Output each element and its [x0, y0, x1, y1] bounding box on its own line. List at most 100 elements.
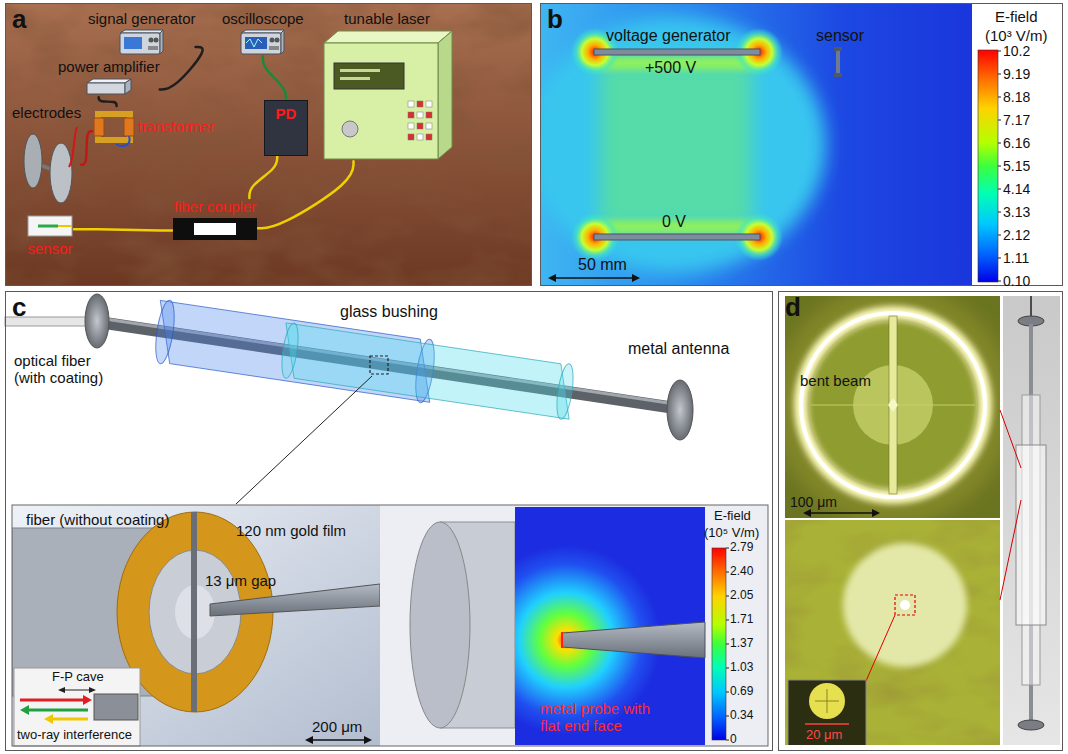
micrograph — [801, 313, 985, 497]
device-icon — [85, 77, 133, 97]
icon-part — [153, 38, 158, 43]
field-simulation — [12, 505, 768, 746]
sensor-assembly — [667, 380, 693, 440]
part-label: sensor — [27, 240, 72, 257]
panel-frame: asignal generatoroscilloscopetunable las… — [5, 3, 532, 286]
dimension-label: 13 μm gap — [205, 572, 276, 589]
field-map — [834, 73, 842, 77]
field-map — [594, 49, 760, 55]
device-photo — [1018, 720, 1044, 730]
icon-part — [269, 38, 274, 43]
signal-cable — [160, 47, 203, 89]
icon-part — [438, 31, 452, 159]
axis-unit: (10⁵ V/m) — [704, 526, 759, 541]
micrograph — [866, 615, 895, 681]
icon-part — [148, 46, 158, 50]
icon-part — [269, 46, 279, 50]
voltage-value: +500 V — [645, 59, 696, 77]
icon-part — [50, 143, 72, 203]
axis-title: E-field — [714, 509, 751, 524]
tick-value: 7.17 — [1003, 112, 1030, 128]
detector-box: PD — [264, 100, 308, 156]
tick-value: 2.05 — [730, 589, 753, 603]
interference-inset — [14, 668, 140, 746]
interference-inset — [44, 714, 53, 724]
tick-value: 10.2 — [1003, 43, 1030, 59]
scale-bar — [305, 736, 313, 744]
tick-value: 9.19 — [1003, 66, 1030, 82]
icon-part — [87, 79, 131, 83]
zoom-view — [12, 505, 380, 746]
icon-part — [426, 134, 432, 140]
icon-part — [324, 31, 452, 43]
interference-inset — [14, 668, 140, 746]
icon-part — [426, 101, 432, 107]
micrograph — [785, 520, 1000, 745]
tick-value: 2.12 — [1003, 227, 1030, 243]
tick-value: 3.13 — [1003, 204, 1030, 220]
micrograph — [889, 316, 897, 494]
tick-value: 5.15 — [1003, 158, 1030, 174]
scale-bar — [311, 739, 366, 741]
scale-bar — [548, 274, 556, 282]
scale-bar — [364, 736, 372, 744]
interference-inset — [52, 718, 88, 721]
device-photo — [1000, 410, 1021, 468]
scale-bar — [548, 274, 640, 282]
instrument-box: oscilloscope — [222, 10, 304, 56]
field-map — [600, 62, 752, 226]
icon-part — [124, 37, 142, 49]
sensor-assembly — [286, 323, 569, 419]
scale-bar — [803, 509, 811, 517]
interference-inset — [83, 695, 92, 705]
device-icon — [172, 217, 258, 241]
interference-inset — [89, 687, 96, 693]
micrograph — [785, 520, 1000, 745]
icon-part — [245, 37, 267, 49]
icon-part — [116, 136, 130, 146]
icon-part — [408, 101, 414, 107]
icon-part — [28, 216, 72, 236]
zoom-view — [12, 505, 380, 746]
part-label: bent beam — [800, 372, 871, 389]
icon-part — [274, 38, 279, 43]
instrument-box: signal generator — [88, 10, 196, 56]
icon-part — [124, 118, 134, 136]
micrograph — [843, 543, 967, 667]
electrode-pair: electrodes — [12, 104, 81, 205]
icon-part — [69, 127, 77, 167]
panel-letter: d — [785, 294, 1056, 321]
optical-fiber — [249, 156, 277, 198]
part-label: metal antenna — [628, 340, 729, 358]
device-icon — [26, 214, 74, 238]
icon-part — [334, 63, 404, 89]
device-photo — [1000, 500, 1021, 600]
interference-inset — [58, 687, 65, 693]
scale-bar — [305, 736, 372, 744]
device-icon — [118, 29, 166, 56]
scale-bar — [872, 509, 880, 517]
icon-part — [417, 112, 423, 118]
part-label: electrodes — [12, 104, 81, 121]
part-label: transformer — [138, 118, 215, 135]
device-photo — [1003, 296, 1060, 745]
field-simulation — [562, 622, 705, 658]
sensor-assembly — [85, 294, 109, 348]
tick-value: 1.71 — [730, 613, 753, 627]
part-label: oscilloscope — [222, 10, 304, 27]
zoom-view — [191, 512, 197, 712]
field-simulation — [380, 505, 768, 746]
micrograph — [805, 723, 849, 725]
field-map — [594, 234, 760, 240]
tick-value: 0.34 — [730, 709, 753, 723]
signal-cable — [81, 131, 92, 165]
micrograph — [785, 296, 1000, 518]
interference-inset — [94, 694, 138, 720]
sensor-chip: sensor — [26, 214, 74, 257]
field-simulation — [410, 522, 470, 728]
icon-part — [120, 33, 160, 54]
icon-part — [38, 225, 58, 228]
sensor-assembly — [554, 363, 576, 420]
part-label: fiber coupler — [174, 198, 257, 215]
